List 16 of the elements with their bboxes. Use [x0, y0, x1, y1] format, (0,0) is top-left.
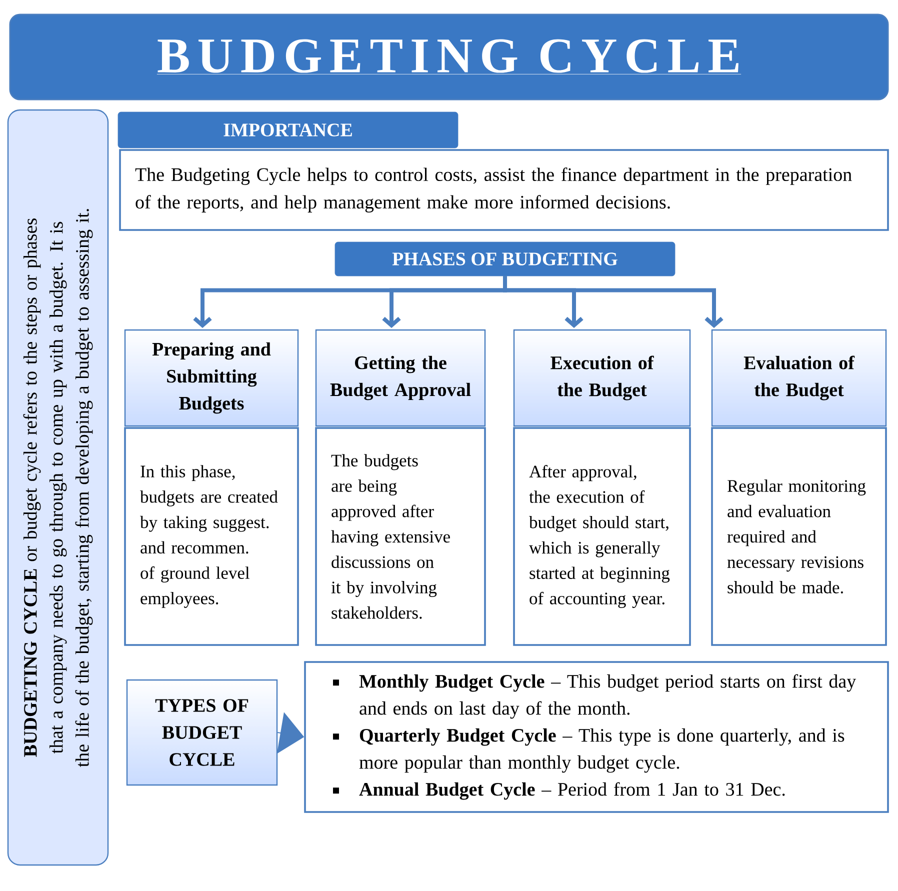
phase-heading-box: Getting the Budget Approval [315, 329, 486, 427]
arrow [503, 276, 724, 328]
text-box: The Budgeting Cycle helps to control costs, assist the finance department in the preparation of the reports, and help management make more informed decisions. [119, 149, 889, 231]
definition-panel: BUDGETING CYCLE or budget cycle refers to the steps or phases that a company needs to go through to come up with a budget. It is the life of the budget, starting from developing a budget to assessing it. [7, 109, 109, 866]
phase-heading-box: Execution of the Budget [513, 329, 691, 427]
bullet-list-box: Monthly Budget Cycle – This budget period starts on first day and ends on last day of the month. Quarterly Budget Cycle – This type is done quarterly, and is more popular than monthly budget cycle. Annual Budget Cycle – Period from 1 Jan to 31 Dec. [304, 661, 889, 813]
text-box: In this phase, budgets are created by taking suggest. and recommen. of ground level employees. [124, 427, 299, 646]
section-banner: PHASES OF BUDGETING [334, 242, 676, 276]
text-box: The budgets are being approved after having extensive discussions on it by involving stakeholders. [315, 427, 486, 646]
phase-heading-box: Evaluation of the Budget [711, 329, 887, 427]
phase-heading-box: TYPES OF BUDGET CYCLE [126, 679, 278, 786]
text-box: After approval, the execution of budget should start, which is generally started at beginning of accounting year. [513, 427, 691, 646]
phase-heading-box: Preparing and Submitting Budgets [124, 329, 299, 427]
section-banner: IMPORTANCE [118, 112, 458, 148]
title-banner: BUDGETING CYCLE [9, 14, 889, 100]
text-box: Regular monitoring and evaluation required and necessary revisions should be made. [711, 427, 887, 646]
